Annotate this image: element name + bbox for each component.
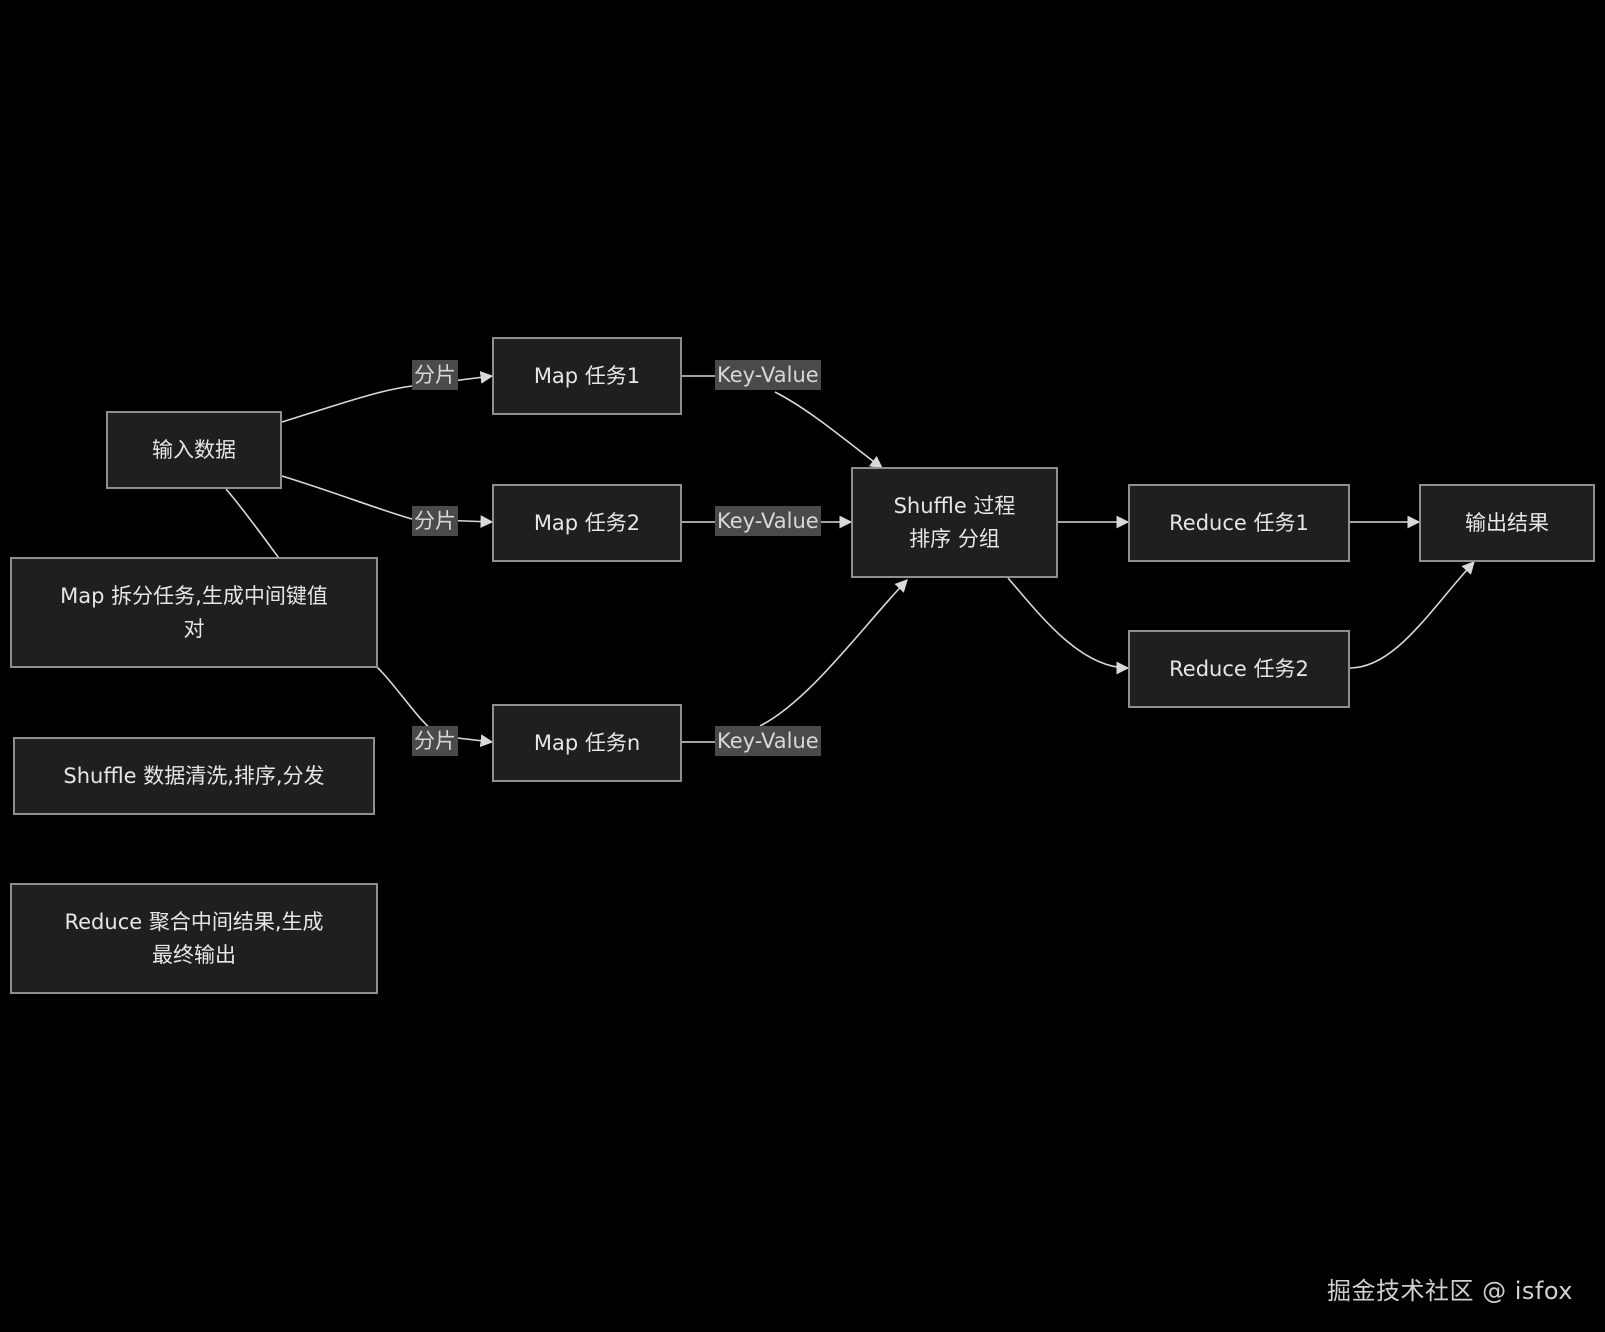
note-map: Map 拆分任务,生成中间键值 对 (10, 557, 378, 668)
node-shuffle: Shuffle 过程 排序 分组 (851, 467, 1058, 578)
edge-label-key-value-2: Key-Value (715, 506, 821, 536)
node-input-data: 输入数据 (106, 411, 282, 489)
edge-label-split-2: 分片 (412, 506, 458, 536)
note-shuffle: Shuffle 数据清洗,排序,分发 (13, 737, 375, 815)
edge-input-map2 (281, 475, 494, 528)
node-map-task-2: Map 任务2 (492, 484, 682, 562)
edge-label-split-1: 分片 (412, 360, 458, 390)
edge-map1-shuffle (682, 375, 882, 468)
edge-mapn-shuffle (682, 580, 907, 743)
note-reduce: Reduce 聚合中间结果,生成 最终输出 (10, 883, 378, 994)
edge-input-map1 (281, 371, 494, 423)
node-reduce-task-2: Reduce 任务2 (1128, 630, 1350, 708)
node-output-result: 输出结果 (1419, 484, 1595, 562)
edge-label-key-value-n: Key-Value (715, 726, 821, 756)
node-map-task-n: Map 任务n (492, 704, 682, 782)
edge-label-key-value-1: Key-Value (715, 360, 821, 390)
watermark: 掘金技术社区 @ isfox (1326, 1277, 1573, 1305)
edge-shuffle-reduce2 (1007, 577, 1130, 675)
node-reduce-task-1: Reduce 任务1 (1128, 484, 1350, 562)
node-map-task-1: Map 任务1 (492, 337, 682, 415)
edge-label-split-n: 分片 (412, 726, 458, 756)
edge-reduce2-output (1349, 561, 1475, 669)
